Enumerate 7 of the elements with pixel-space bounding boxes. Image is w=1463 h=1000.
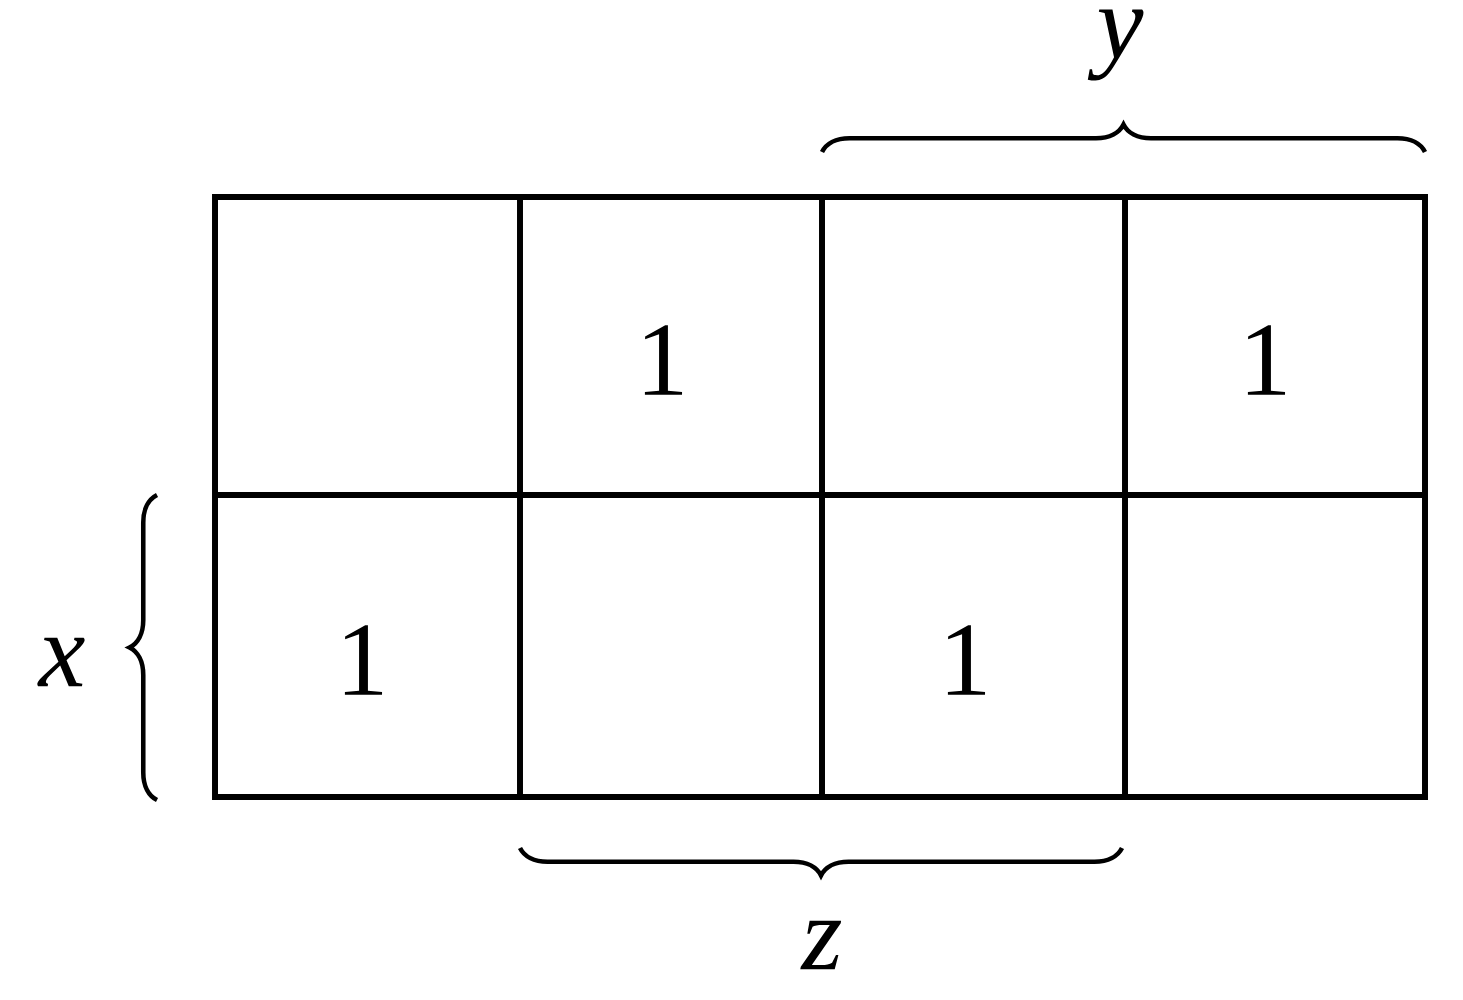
cell-value: 1: [644, 325, 683, 395]
variable-label: y: [1087, 9, 1144, 81]
variable-label: x: [37, 637, 85, 687]
cell-value: 1: [344, 625, 383, 695]
cell-value: 1: [947, 625, 986, 695]
variable-label: z: [800, 920, 842, 970]
cell-value: 1: [1247, 325, 1286, 395]
